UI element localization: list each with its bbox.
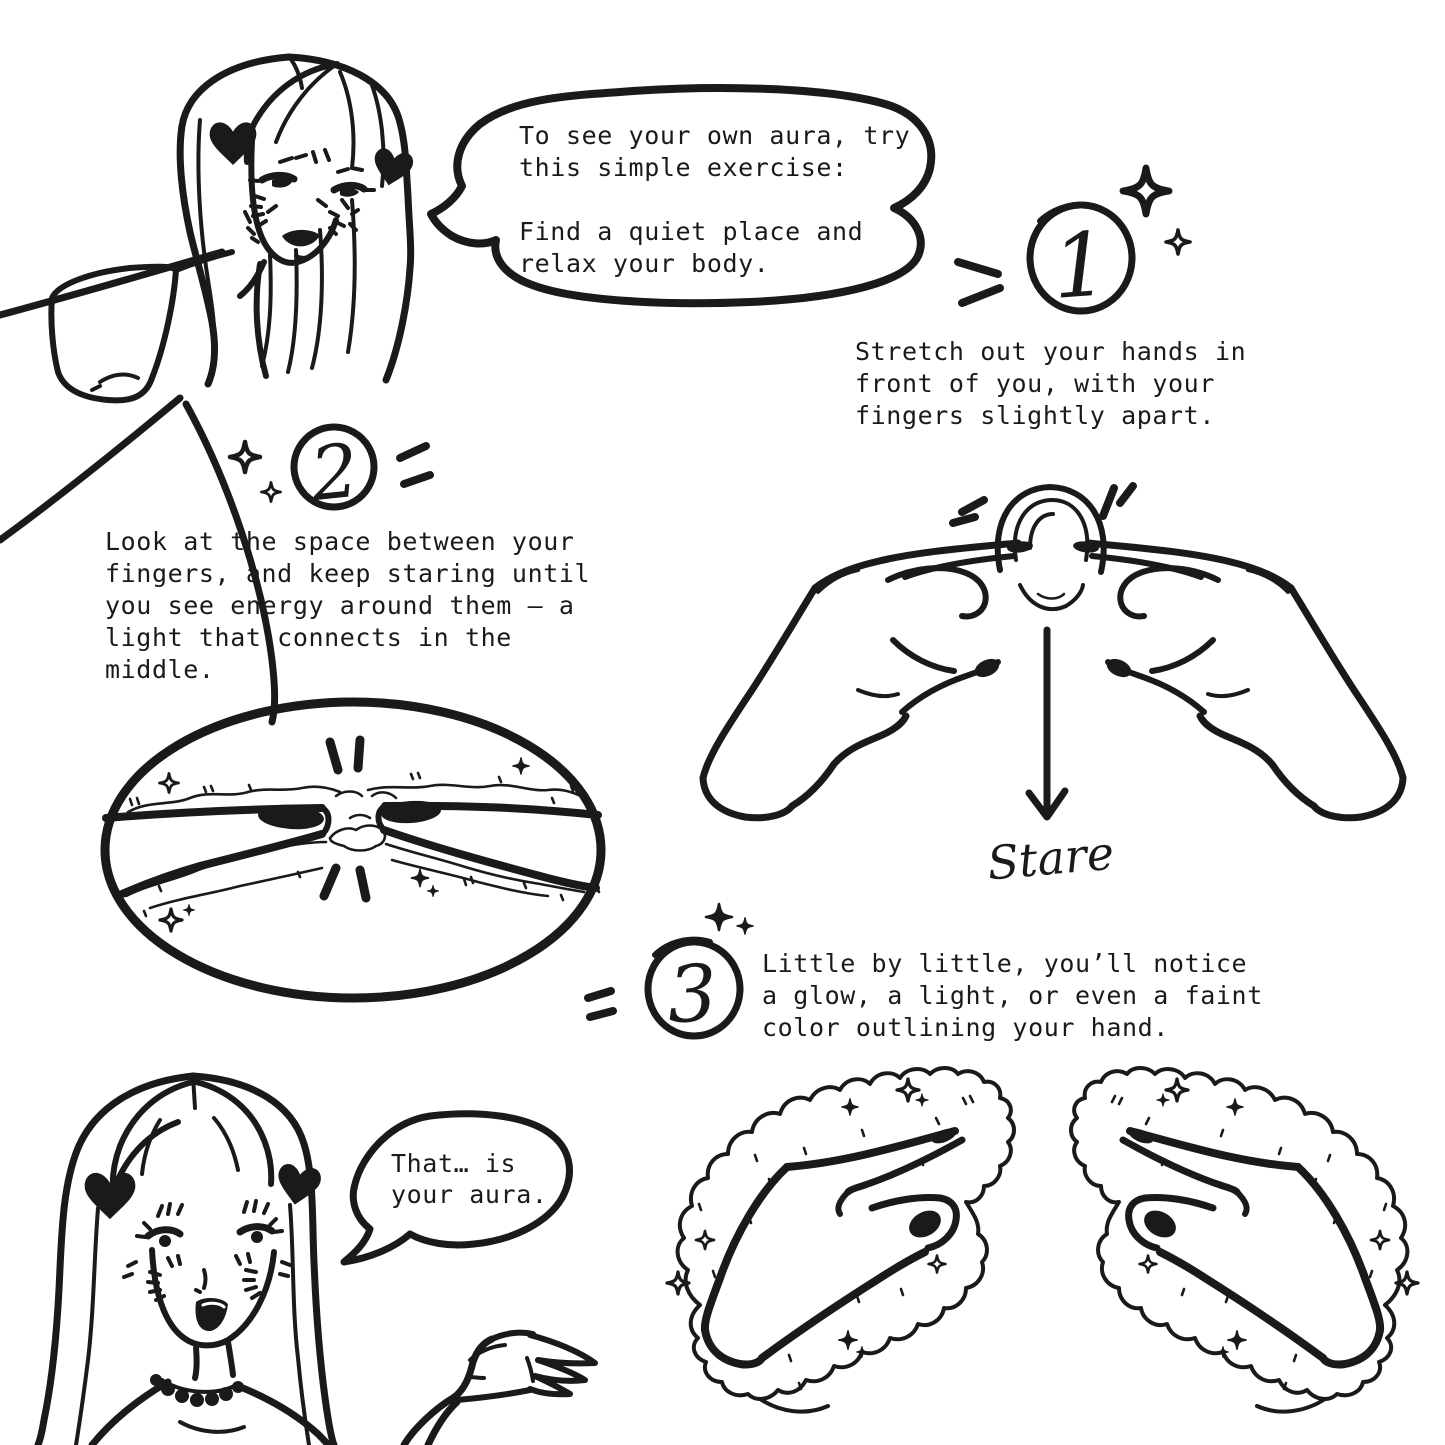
stare-arrow-icon (1025, 626, 1069, 821)
step-2-text: Look at the space between your fingers, … (105, 527, 591, 684)
step-2-circle (290, 423, 378, 511)
intro-speech-text: To see your own aura, try this simple ex… (519, 121, 911, 278)
sparkle-icon (158, 757, 530, 933)
stare-caption: Stare (985, 826, 1116, 890)
step-3-circle (644, 938, 744, 1040)
girl-presenting-illustration (34, 1072, 598, 1445)
open-palm-hand (400, 1329, 598, 1445)
step-1-marker: 1 (954, 164, 1192, 319)
heart-clip-icon (84, 1164, 321, 1220)
emphasis-marks-icon (949, 482, 1137, 527)
emphasis-marks-icon (954, 258, 1004, 307)
sparkle-icon (1119, 164, 1192, 256)
step-3-text: Little by little, you’ll notice a glow, … (762, 949, 1263, 1042)
step-1-number: 1 (1049, 212, 1112, 319)
emphasis-marks-icon (396, 442, 434, 488)
sparkle-icon (704, 902, 754, 935)
emphasis-marks-icon (584, 987, 617, 1021)
hands-touching-illustration: Stare (680, 482, 1420, 890)
choker-beads (150, 1374, 244, 1407)
outro-speech-text: That… is your aura. (391, 1149, 548, 1209)
fingertips-closeup-illustration (100, 697, 606, 1003)
step-1-circle (1026, 201, 1136, 315)
sparkle-icon (227, 439, 282, 503)
aura-hands-illustration (650, 1060, 1445, 1445)
orb-glow-icon (994, 484, 1107, 612)
emphasis-marks-icon (319, 735, 371, 903)
step-2-number: 2 (306, 428, 363, 519)
step-2-marker: 2 (227, 423, 434, 519)
step-1-text: Stretch out your hands in front of you, … (855, 337, 1247, 430)
step-3-number: 3 (665, 949, 719, 1041)
heart-clip-icon (209, 122, 414, 186)
